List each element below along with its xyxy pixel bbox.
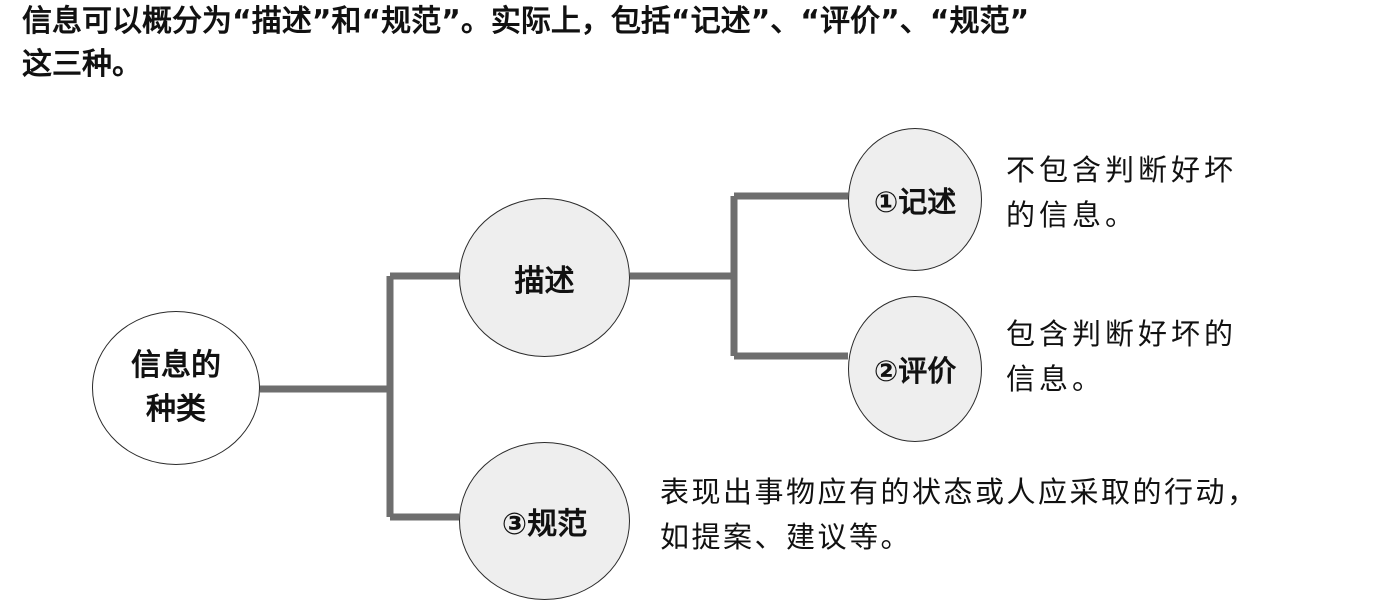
node-record-label: ①记述	[873, 184, 957, 219]
node-evaluation: ②评价	[848, 296, 982, 442]
node-norm: ③规范	[459, 442, 630, 600]
note-evaluation-line-1: 包含判断好坏的	[1006, 317, 1238, 351]
intro-line-1: 信息可以概分为“描述”和“规范”。实际上，包括“记述”、“评价”、“规范”	[22, 4, 1030, 39]
node-description-label: 描述	[514, 263, 575, 299]
node-description: 描述	[459, 198, 630, 357]
note-record: 不包含判断好坏 的信息。	[1006, 148, 1237, 238]
note-evaluation-line-2: 信息。	[1006, 362, 1106, 396]
note-norm-line-2: 如提案、建议等。	[660, 520, 913, 554]
note-record-line-1: 不包含判断好坏	[1006, 153, 1238, 187]
note-record-line-2: 的信息。	[1006, 198, 1139, 232]
node-info-types-line-1: 信息的	[131, 348, 221, 383]
intro-line-2: 这三种。	[22, 47, 142, 82]
intro-text: 信息可以概分为“描述”和“规范”。实际上，包括“记述”、“评价”、“规范” 这三…	[22, 0, 1382, 86]
node-info-types-line-2: 种类	[146, 392, 206, 427]
node-record: ①记述	[848, 128, 982, 271]
node-evaluation-label: ②评价	[873, 354, 957, 388]
note-evaluation: 包含判断好坏的 信息。	[1006, 312, 1237, 402]
node-info-types: 信息的 种类	[92, 311, 260, 465]
node-norm-label: ③规范	[501, 507, 588, 542]
note-norm-line-1: 表现出事物应有的状态或人应采取的行动，	[660, 475, 1259, 509]
note-norm: 表现出事物应有的状态或人应采取的行动， 如提案、建议等。	[660, 470, 1259, 560]
